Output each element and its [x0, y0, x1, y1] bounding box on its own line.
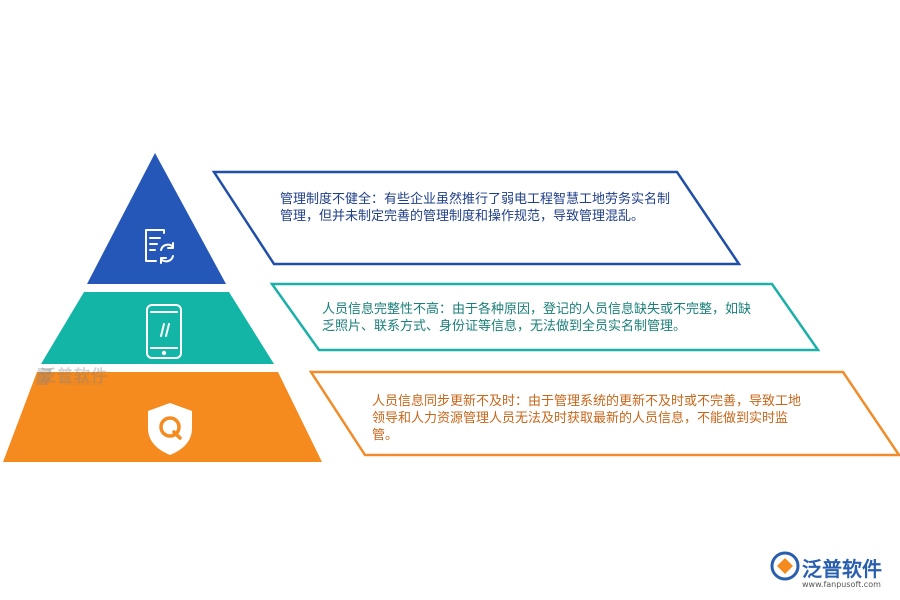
callout-box-1 — [211, 170, 742, 266]
watermark-mark — [36, 368, 52, 385]
fanpu-logo: 泛普软件 www.fanpusoft.com — [770, 552, 895, 592]
logo-url: www.fanpusoft.com — [802, 580, 881, 589]
pyramid-tier-middle — [41, 292, 274, 364]
tier-1-description: 管理制度不健全：有些企业虽然推行了弱电工程智慧工地劳务实名制管理，但并未制定完善… — [280, 192, 671, 224]
document-refresh-icon — [145, 229, 174, 264]
callout-box-2 — [269, 282, 821, 352]
fanpu-logo-icon — [770, 551, 800, 581]
tier-3-description: 人员信息同步更新不及时：由于管理系统的更新不及时或不完善，导致工地领导和人力资源… — [372, 394, 802, 443]
tier-2-description: 人员信息完整性不高：由于各种原因，登记的人员信息缺失或不完整，如缺乏照片、联系方… — [322, 302, 752, 334]
shield-q-icon — [148, 403, 192, 455]
watermark-sub: FANPUSOFT.COM — [60, 381, 102, 387]
watermark-brand: 泛普软件 — [40, 366, 109, 385]
tablet-icon — [146, 304, 182, 359]
callout-box-3 — [308, 370, 900, 457]
pyramid-tier-top — [87, 153, 226, 284]
logo-brand: 泛普软件 — [802, 557, 882, 581]
